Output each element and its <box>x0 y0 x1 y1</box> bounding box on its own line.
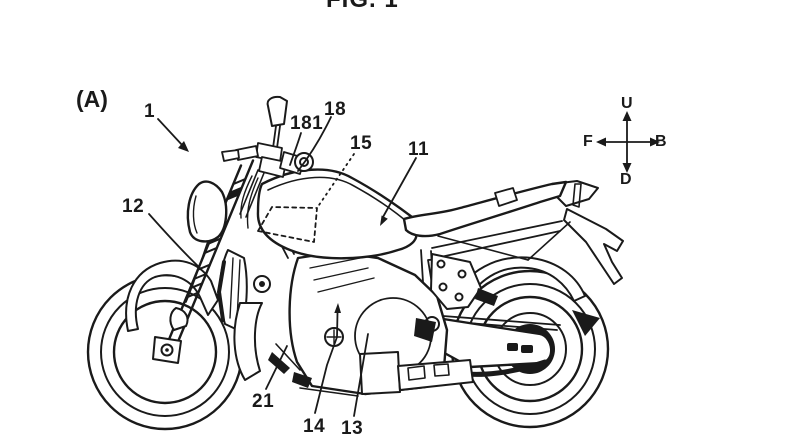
compass-up-label: U <box>621 95 633 113</box>
seat <box>404 182 566 236</box>
ref-label-12: 12 <box>122 196 144 218</box>
headlight <box>188 182 226 242</box>
fuel-tank <box>258 170 421 259</box>
compass-front-label: F <box>583 133 593 151</box>
ref-label-14: 14 <box>303 416 325 438</box>
ref-label-21: 21 <box>252 391 274 413</box>
ref-label-15: 15 <box>350 133 372 155</box>
ref-label-1: 1 <box>144 101 155 123</box>
ref-label-18: 18 <box>324 99 346 121</box>
seat-and-tail <box>404 181 623 309</box>
radiator <box>219 250 262 380</box>
footpeg <box>475 288 498 306</box>
compass-back-label: B <box>655 133 667 151</box>
rear-mudflap <box>564 209 623 284</box>
ref-label-181: 181 <box>290 113 323 135</box>
ref-label-13: 13 <box>341 418 363 440</box>
mirror <box>268 97 287 126</box>
compass-down-label: D <box>620 171 632 189</box>
ref-label-11: 11 <box>408 139 429 161</box>
orientation-compass-icon <box>596 111 660 173</box>
